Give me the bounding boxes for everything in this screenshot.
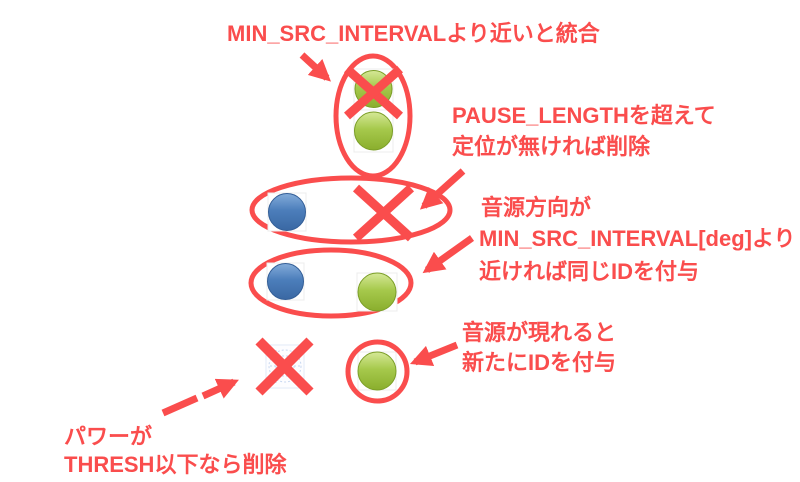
- pause-delete-group: [249, 168, 466, 245]
- label-newid-line1: 音源が現れると: [462, 320, 617, 345]
- power-delete-group: [161, 337, 314, 417]
- blue-source-circle: [268, 193, 306, 231]
- blue-source-circle: [267, 263, 304, 300]
- label-sameid-line3: 近ければ同じIDを付与: [479, 259, 700, 284]
- label-sameid-line2: MIN_SRC_INTERVAL[deg]より: [479, 226, 796, 251]
- red-x-delete-icon: [352, 184, 415, 242]
- merge-group: [299, 52, 413, 179]
- red-annotation-arrow-sameid: [422, 235, 475, 274]
- green-source-circle: [357, 272, 397, 312]
- red-x-delete-icon: [344, 65, 403, 120]
- label-pause-line1: PAUSE_LENGTHを超えて: [452, 103, 716, 128]
- red-annotation-arrow-pause: [419, 168, 466, 210]
- red-grouping-ellipse-sameid: [248, 247, 414, 319]
- label-sameid-line1: 音源方向が: [481, 195, 592, 220]
- label-power-line2: THRESH以下なら削除: [64, 452, 287, 477]
- label-pause-line2: 定位が無ければ削除: [452, 134, 651, 159]
- new-id-group: [345, 339, 459, 404]
- red-highlight-ring: [345, 339, 410, 404]
- red-grouping-ellipse-merge: [333, 53, 413, 179]
- label-power-line1: パワーが: [64, 424, 153, 449]
- red-annotation-arrow-merge: [299, 52, 331, 82]
- red-grouping-ellipse-pause: [249, 175, 453, 245]
- green-source-circle: [354, 111, 393, 151]
- label-merge: MIN_SRC_INTERVALより近いと統合: [227, 21, 600, 46]
- red-x-delete-icon: [255, 337, 314, 396]
- red-annotation-arrow-newid: [409, 341, 459, 366]
- red-annotation-arrow-power: [161, 378, 239, 417]
- green-source-circle: [357, 351, 397, 391]
- same-id-group: [248, 235, 475, 319]
- label-newid-line2: 新たにIDを付与: [462, 350, 617, 375]
